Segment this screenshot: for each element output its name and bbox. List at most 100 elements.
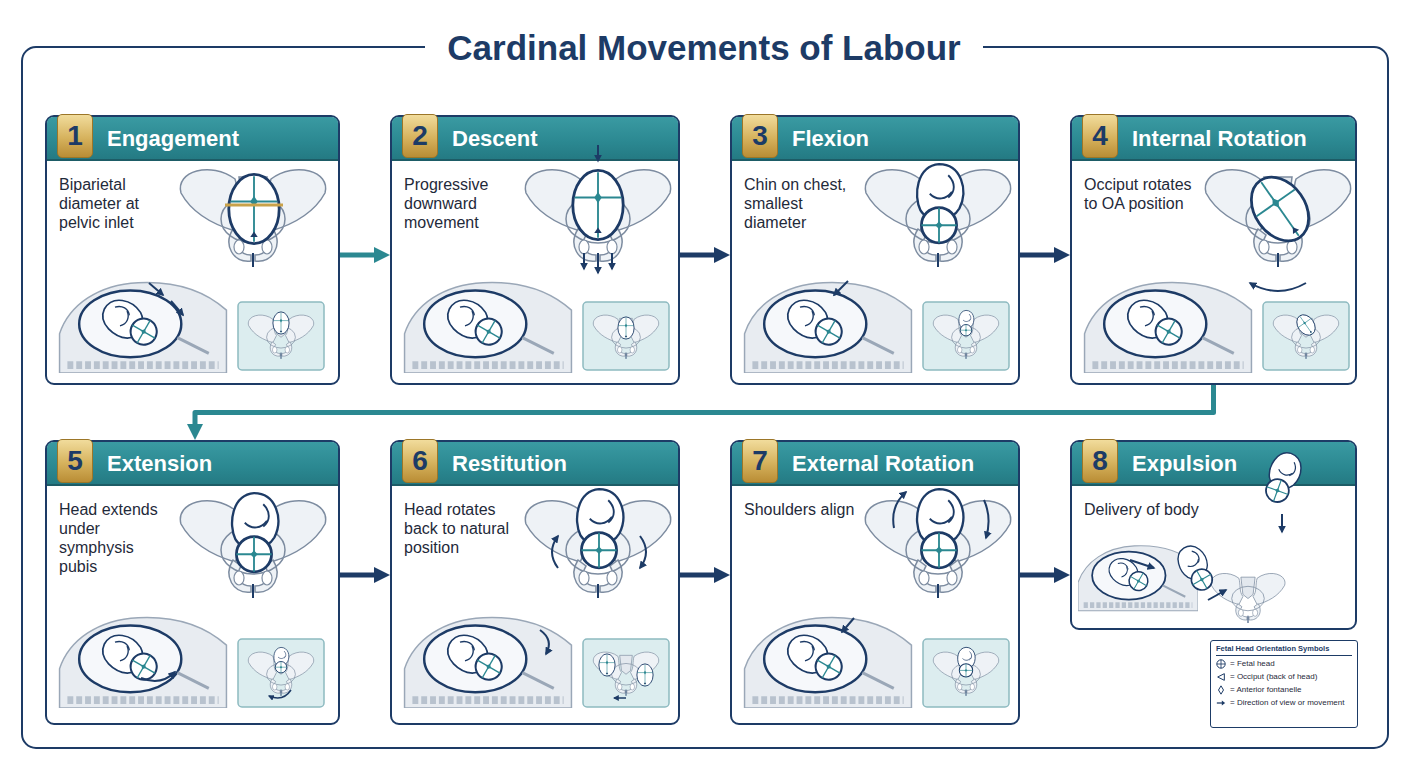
fetus-figure [917,489,963,568]
callout-number: 1 [67,120,83,152]
pelvis-front [1205,170,1350,267]
step-number-badge: 6 [402,439,438,483]
callout-number: 3 [752,120,768,152]
inset-view [583,302,669,370]
callout-number: 7 [752,445,768,477]
callout-number: 2 [412,120,428,152]
sagittal-view [60,282,227,373]
panel-body-group: Biparietal diameter at pelvic inlet [59,175,173,232]
movement-arrow [834,281,848,295]
emerging-baby [1172,541,1219,595]
legend-row: = Anterior fontanelle [1216,685,1352,695]
title-slot: Cardinal Movements of Labour [0,28,1408,68]
flow-arrow [680,573,722,578]
sagittal-view [405,282,572,373]
shoulder-arrow [893,492,906,528]
pelvis-front [865,501,1010,598]
movement-arrow [583,253,585,269]
extension-illustration [60,493,326,708]
legend-text: = Fetal head [1230,659,1275,669]
step-description: Shoulders align [744,500,858,519]
step-number-badge: 4 [1082,114,1118,158]
fetus-figure [232,493,278,572]
legend-text: = Occiput (back of head) [1230,672,1317,682]
pelvis-front [180,501,325,598]
callout-number: 4 [1092,120,1108,152]
step-description: Biparietal diameter at pelvic inlet [59,175,173,232]
step-title: Internal Rotation [1132,126,1307,152]
legend-text: = Anterior fontanelle [1230,685,1301,695]
panel-body-group: Delivery of body [1084,500,1234,519]
pelvis-front [1211,573,1285,623]
inset-view [238,302,324,370]
flow-arrow [340,573,382,578]
baby-figure [1260,449,1306,507]
step-panel: External RotationShoulders align 7 [730,440,1020,725]
sagittal-view [1078,546,1198,611]
step-title: Extension [107,451,212,477]
sagittal-view [745,617,912,708]
fetal-head [573,170,623,239]
legend-box: Fetal Head Orientation Symbols = Fetal h… [1210,640,1358,728]
inset-view [1263,302,1349,370]
expulsion-illustration [1078,449,1306,623]
step-description: Occiput rotates to OA position [1084,175,1198,213]
internal-rotation-illustration [1085,166,1351,373]
pelvis-front [865,170,1010,267]
title-underline [378,75,1030,78]
step-panel: ExpulsionDelivery of body 8 [1070,440,1357,630]
shoulder-arrow [984,500,989,538]
flow-arrow [1020,253,1062,258]
movement-arrow [1130,560,1154,568]
inset-fetus [274,647,289,673]
fetus-figure [917,164,963,243]
inset-view [583,639,669,707]
pelvis-front [525,501,670,598]
engagement-illustration [60,170,326,373]
movement-arrow [1208,590,1226,600]
external-rotation-illustration [745,489,1011,708]
movement-arrow [540,630,549,654]
rotation-arrow [1250,283,1306,291]
callout-number: 5 [67,445,83,477]
step-panel: Internal RotationOcciput rotates to OA p… [1070,115,1357,385]
inset-head [618,317,634,339]
panel-body-group: Shoulders align [744,500,858,519]
step-number-badge: 7 [742,439,778,483]
step-panel: EngagementBiparietal diameter at pelvic … [45,115,340,385]
movement-arrow [614,697,626,699]
step-panel: RestitutionHead rotates back to natural … [390,440,680,725]
step-title: Expulsion [1132,451,1237,477]
step-panel: ExtensionHead extends under symphysis pu… [45,440,340,725]
step-description: Head extends under symphysis pubis [59,500,173,576]
sagittal-view [745,282,912,373]
rotated-head [1240,166,1321,251]
movement-arrow [611,253,613,269]
diagram-title: Cardinal Movements of Labour [425,28,982,67]
flow-arrow [1020,573,1062,578]
rotation-arrow [640,536,646,568]
sagittal-view [1085,282,1252,373]
restitution-illustration [405,489,671,708]
step-title: Descent [452,126,538,152]
sagittal-view [60,617,227,708]
flow-arrow [340,253,382,258]
step-title: External Rotation [792,451,974,477]
pelvis-front [525,170,670,267]
legend-title-slot: Fetal Head Orientation Symbols [1216,644,1352,656]
sagittal-view [405,617,572,708]
inset-head [599,654,615,676]
inset-head [273,312,289,334]
step-number-badge: 2 [402,114,438,158]
movement-arrow [171,301,183,315]
fontanelle-symbol [1216,685,1226,695]
direction-symbol [1216,698,1226,708]
callout-number: 8 [1092,445,1108,477]
movement-arrow [597,145,599,161]
movement-arrow [149,283,163,295]
descent-illustration [405,145,671,373]
fetal-head-symbol [1216,659,1226,669]
panel-body-group: Head rotates back to natural position [404,500,518,557]
